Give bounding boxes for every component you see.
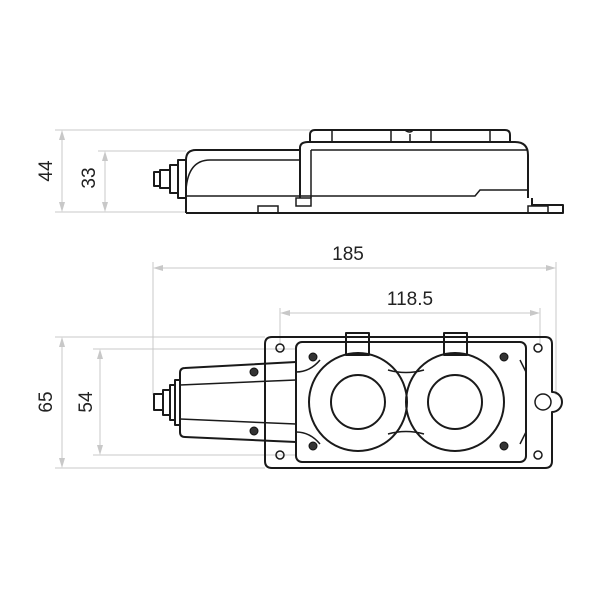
dim-44-label: 44 xyxy=(36,160,57,182)
top-housing xyxy=(153,332,563,469)
dim-185-label: 185 xyxy=(332,244,364,265)
dim-54-label: 54 xyxy=(76,391,97,413)
dimension-lines-side xyxy=(55,129,310,213)
side-view: 44 33 xyxy=(36,129,564,214)
dim-33-label: 33 xyxy=(79,167,100,188)
side-housing xyxy=(153,129,564,214)
screw-icons xyxy=(249,352,509,451)
dimension-lines-top xyxy=(55,262,557,469)
dim-65-label: 65 xyxy=(36,391,57,412)
dim-118-5-label: 118.5 xyxy=(387,289,433,310)
top-view: 185 118.5 65 54 xyxy=(36,244,563,469)
